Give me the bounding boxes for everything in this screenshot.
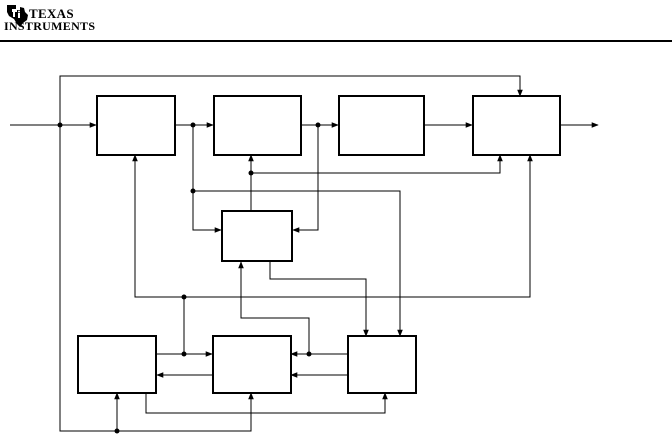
connector-node-b8 [193,190,403,337]
connector-b1-b5 [192,125,222,233]
block-8 [347,335,417,394]
page-header: Texas Instruments [0,0,672,44]
block-6 [77,335,157,394]
junction-dot [190,188,196,194]
logo-line-2: Instruments [4,19,96,33]
texas-state-logo-icon [7,5,28,27]
connector-b2-b5 [292,125,319,233]
block-2 [213,95,302,156]
logo-line-1: Texas [29,6,74,21]
connector-b5-b4 [251,154,503,174]
junction-dot [181,294,187,300]
block-1 [96,95,176,156]
block-7 [212,335,292,394]
junction-dot [114,428,120,434]
junction-dot [315,122,321,128]
connector-b8-b5 [238,261,310,354]
junction-dot [306,351,312,357]
block-3 [338,95,425,156]
junction-dot [190,122,196,128]
company-logo-text: Texas Instruments [4,6,95,32]
junction-dot [181,351,187,357]
connector-b6-b4 [184,154,533,298]
top-feedforward-line [59,75,523,125]
connector-b5-b8 [269,261,369,337]
junction-dot [57,122,63,128]
junction-dot [248,170,254,176]
block-5 [221,210,293,262]
connector-b6-b8 [145,392,388,414]
block-4 [472,95,561,156]
left-feedforward-line [59,125,254,432]
connector-b6-b1 [132,154,185,354]
header-divider [0,40,672,42]
